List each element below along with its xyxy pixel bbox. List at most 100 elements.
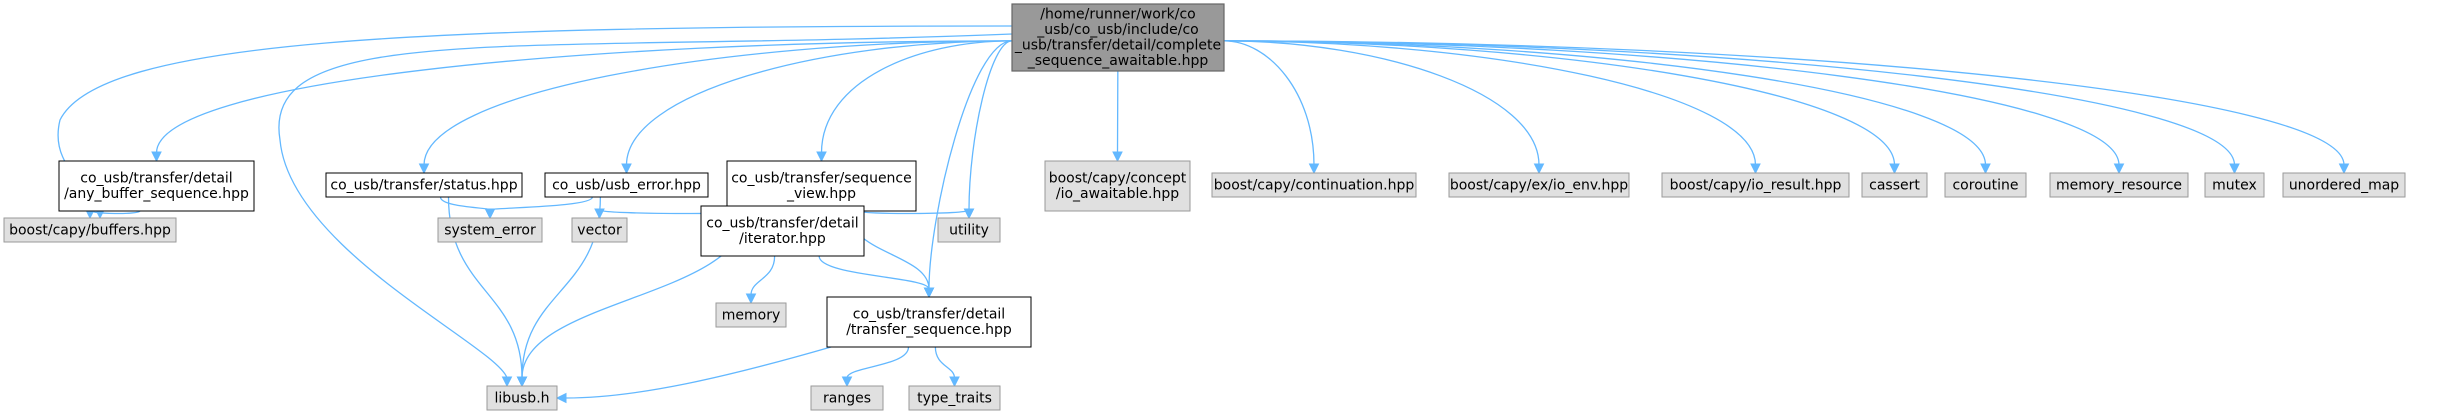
node-box [486,385,558,411]
edge-arrowhead [484,208,496,220]
edge-transfer-sequence-to-libusb [565,346,832,399]
edge-arrowhead [923,287,935,299]
edge-arrowhead [1750,163,1761,175]
node-label-line: _sequence_awaitable.hpp [1027,53,1209,69]
edge-arrowhead [963,208,975,220]
node-sequence-view[interactable]: co_usb/transfer/sequence_view.hpp [726,160,917,212]
edge-arrowhead [841,376,853,388]
node-libusb: libusb.h [486,385,558,411]
edge-transfer-sequence-to-ranges [846,346,910,379]
node-label-line: /io_awaitable.hpp [1056,186,1179,202]
node-label-line: utility [949,222,989,238]
node-box [325,172,523,198]
edge-arrowhead [816,151,827,163]
node-memory-resource: memory_resource [2049,172,2189,198]
node-box [1044,160,1191,212]
edge-root-to-coroutine [1223,40,1987,166]
node-box [571,217,628,243]
node-label-line: /home/runner/work/co [1040,7,1195,23]
edge-root-to-any-buffer-sequence [155,40,1013,154]
edge-arrowhead [2338,163,2350,175]
node-system-error: system_error [437,217,543,243]
edge-arrowhead [1533,163,1545,175]
node-box [437,217,543,243]
edge-arrowhead [621,163,632,175]
edge-transfer-sequence-to-type-traits [934,346,956,379]
node-buffers: boost/capy/buffers.hpp [3,217,177,243]
node-box [715,302,787,328]
edge-root-to-buffers [57,25,1013,211]
node-box [726,160,917,212]
graph-nodes: /home/runner/work/co_usb/co_usb/include/… [3,3,2406,411]
node-label-line: coroutine [1952,177,2018,193]
edge-root-to-libusb [278,33,1013,379]
node-any-buffer-sequence[interactable]: co_usb/transfer/detail/any_buffer_sequen… [58,160,255,212]
node-status[interactable]: co_usb/transfer/status.hpp [325,172,523,198]
node-box [700,205,865,257]
edge-root-to-utility [968,40,1013,211]
node-label-line: co_usb/transfer/sequence [731,171,912,187]
edge-arrowhead [516,376,528,388]
node-box [1011,3,1225,72]
node-label-line: co_usb/transfer/detail [80,171,232,187]
node-io-awaitable: boost/capy/concept/io_awaitable.hpp [1044,160,1191,212]
node-box [826,296,1032,348]
node-label-line: boost/capy/concept [1049,171,1187,187]
node-cassert: cassert [1861,172,1928,198]
edge-root-to-io-result [1223,40,1757,166]
node-type-traits: type_traits [908,385,1001,411]
edge-root-to-unordered-map [1223,40,2345,166]
node-box [1211,172,1417,198]
node-label-line: co_usb/usb_error.hpp [552,177,701,193]
node-label-line: /iterator.hpp [739,231,826,247]
node-usb-error[interactable]: co_usb/usb_error.hpp [544,172,709,198]
node-box [2049,172,2189,198]
node-box [810,385,884,411]
edge-arrowhead [418,163,430,175]
node-box [1448,172,1630,198]
edge-arrowhead [555,392,567,404]
node-vector: vector [571,217,628,243]
node-label-line: _usb/transfer/detail/complete [1014,38,1221,54]
node-label-line: _view.hpp [786,186,856,202]
edge-arrowhead [2229,163,2240,175]
node-transfer-sequence[interactable]: co_usb/transfer/detail/transfer_sequence… [826,296,1032,348]
node-root[interactable]: /home/runner/work/co_usb/co_usb/include/… [1011,3,1225,72]
edge-arrowhead [1308,163,1320,175]
edge-root-to-memory-resource [1223,40,2120,166]
node-box [544,172,709,198]
edge-arrowhead [1980,163,1991,175]
edge-root-to-transfer-sequence [928,40,1013,290]
node-box [58,160,255,212]
edge-iterator-to-transfer-sequence [818,255,930,290]
node-label-line: mutex [2212,177,2257,193]
node-box [2282,172,2406,198]
node-mutex: mutex [2204,172,2265,198]
node-io-result: boost/capy/io_result.hpp [1661,172,1850,198]
edge-arrowhead [1889,163,1900,175]
node-label-line: boost/capy/buffers.hpp [9,222,171,238]
node-label-line: co_usb/transfer/status.hpp [330,177,517,193]
edge-arrowhead [2113,163,2125,175]
node-utility: utility [937,217,1001,243]
node-continuation: boost/capy/continuation.hpp [1211,172,1417,198]
node-label-line: ranges [823,390,871,406]
node-label-line: system_error [444,222,536,238]
edge-iterator-to-memory [750,255,776,296]
edge-arrowhead [151,151,162,163]
edge-root-to-cassert [1223,40,1896,166]
node-box [3,217,177,243]
node-label-line: boost/capy/continuation.hpp [1214,177,1415,193]
node-unordered-map: unordered_map [2282,172,2406,198]
node-label-line: type_traits [917,390,992,406]
node-label-line: memory_resource [2056,177,2182,193]
edge-root-to-usb-error [625,40,1013,166]
edge-root-to-continuation [1223,40,1315,166]
node-label-line: libusb.h [494,390,549,406]
node-label-line: /transfer_sequence.hpp [846,322,1012,338]
node-label-line: unordered_map [2289,177,2399,193]
node-box [1661,172,1850,198]
edge-root-to-mutex [1223,40,2236,166]
node-iterator[interactable]: co_usb/transfer/detail/iterator.hpp [700,205,865,257]
